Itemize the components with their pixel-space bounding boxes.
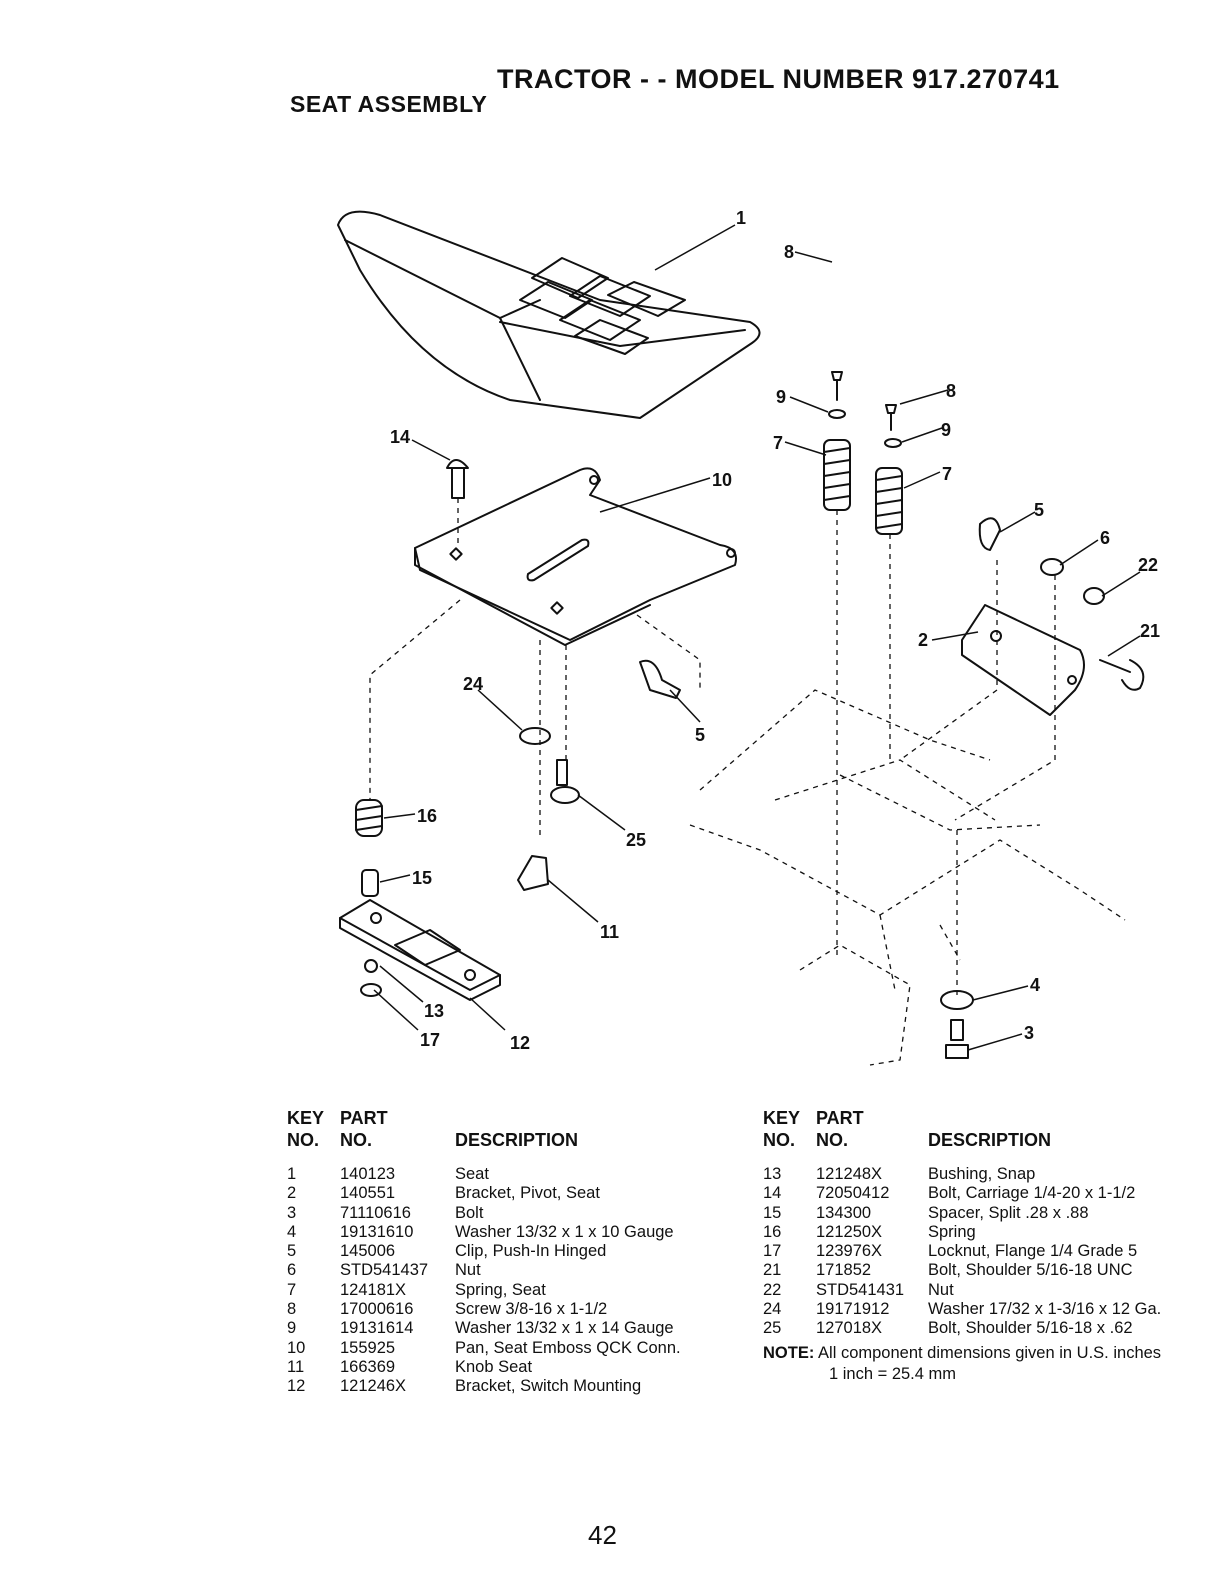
section-title: SEAT ASSEMBLY — [290, 91, 488, 117]
callout-24: 24 — [463, 674, 483, 694]
col-key-header: KEY — [763, 1108, 801, 1128]
callout-12: 12 — [510, 1033, 530, 1053]
note-text: All component dimensions given in U.S. i… — [818, 1344, 1162, 1362]
callout-8a: 8 — [784, 242, 794, 262]
callout-4: 4 — [1030, 975, 1040, 995]
callout-1: 1 — [736, 208, 746, 228]
callout-13: 13 — [424, 1001, 444, 1021]
washer-bolt-knob-parts — [517, 727, 580, 891]
callout-15: 15 — [412, 868, 432, 888]
callout-10: 10 — [712, 470, 732, 490]
callout-21: 21 — [1140, 621, 1160, 641]
col-key-header: KEY — [287, 1108, 325, 1128]
col-description-header: DESCRIPTION — [455, 1130, 579, 1150]
exploded-parts-diagram: 1 8 9 7 8 9 7 14 10 5 6 22 2 21 24 5 16 … — [337, 208, 1160, 1066]
callout-25: 25 — [626, 830, 646, 850]
seat-pan-part — [414, 467, 737, 646]
col-part-header: PART — [816, 1108, 864, 1128]
callout-16: 16 — [417, 806, 437, 826]
page-number: 42 — [588, 1520, 617, 1550]
col-part-header: PART — [340, 1108, 388, 1128]
col-part-header-2: NO. — [340, 1130, 373, 1150]
clip-nut-bolt-parts — [639, 517, 1145, 699]
col-part-header-2: NO. — [816, 1130, 849, 1150]
callout-7a: 7 — [773, 433, 783, 453]
callout-labels: 1 8 9 7 8 9 7 14 10 5 6 22 2 21 24 5 16 … — [390, 208, 1160, 1053]
callout-5a: 5 — [1034, 500, 1044, 520]
seat-spring-part — [823, 439, 903, 535]
col-key-header-2: NO. — [763, 1130, 796, 1150]
callout-8b: 8 — [946, 381, 956, 401]
document-title: TRACTOR - - MODEL NUMBER 917.270741 — [497, 64, 1060, 94]
callout-6: 6 — [1100, 528, 1110, 548]
note-label: NOTE: — [763, 1344, 815, 1362]
callout-3: 3 — [1024, 1023, 1034, 1043]
col-key-header-2: NO. — [287, 1130, 320, 1150]
callout-11: 11 — [600, 922, 619, 942]
callout-5b: 5 — [695, 725, 705, 745]
callout-9a: 9 — [776, 387, 786, 407]
callout-9b: 9 — [941, 420, 951, 440]
washer-bolt-parts — [940, 990, 974, 1059]
col-description-header: DESCRIPTION — [928, 1130, 1052, 1150]
callout-14: 14 — [390, 427, 410, 447]
phantom-frame — [369, 498, 1126, 1066]
carriage-bolt-part — [446, 459, 469, 499]
pivot-bracket-part — [961, 604, 1085, 716]
seat-part — [337, 210, 761, 419]
callout-17: 17 — [420, 1030, 440, 1050]
dimension-note: NOTE: All component dimensions given in … — [763, 1343, 1161, 1363]
note-conversion: 1 inch = 25.4 mm — [829, 1365, 957, 1383]
switch-bracket-parts — [339, 799, 501, 1001]
callout-22: 22 — [1138, 555, 1158, 575]
screw-washer-part — [828, 371, 902, 448]
callout-7b: 7 — [942, 464, 952, 484]
callout-2: 2 — [918, 630, 928, 650]
